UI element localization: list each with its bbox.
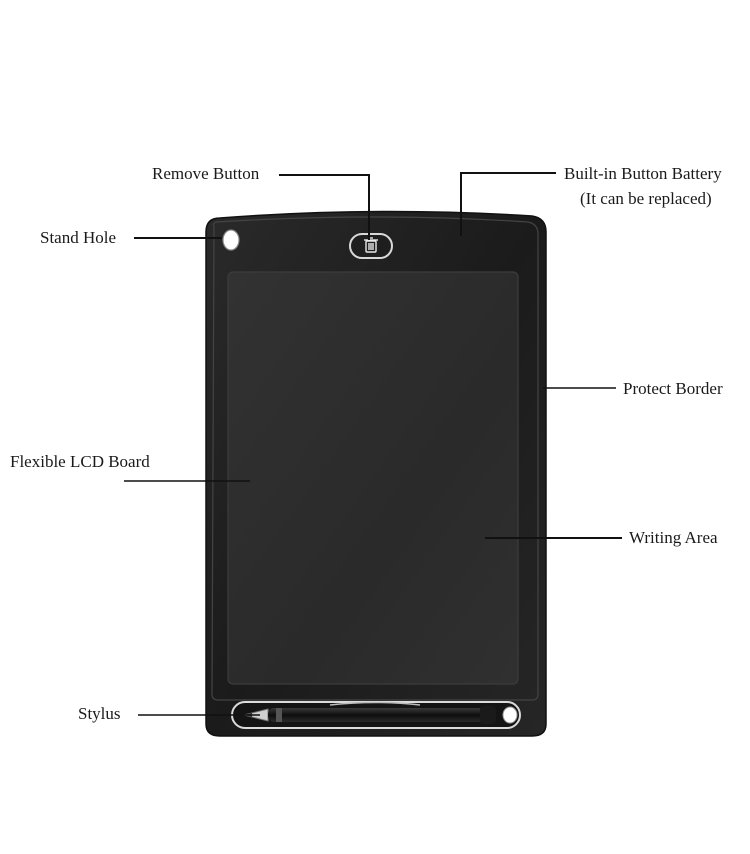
label-writing-area: Writing Area [629,528,718,547]
leader-battery [460,172,556,236]
label-stylus: Stylus [78,704,121,723]
stand-hole [222,229,240,251]
stylus[interactable] [243,706,518,724]
leader-remove-button [279,174,370,240]
label-flexible-lcd: Flexible LCD Board [10,452,150,471]
label-battery-sub: (It can be replaced) [580,189,712,208]
label-battery: Built-in Button Battery [564,164,722,183]
trash-icon [364,237,378,253]
label-stand-hole: Stand Hole [40,228,117,247]
label-protect-border: Protect Border [623,379,723,398]
leader-lines [124,172,622,716]
remove-button[interactable] [349,233,393,259]
writing-area[interactable] [227,271,519,685]
label-remove-button: Remove Button [152,164,260,183]
